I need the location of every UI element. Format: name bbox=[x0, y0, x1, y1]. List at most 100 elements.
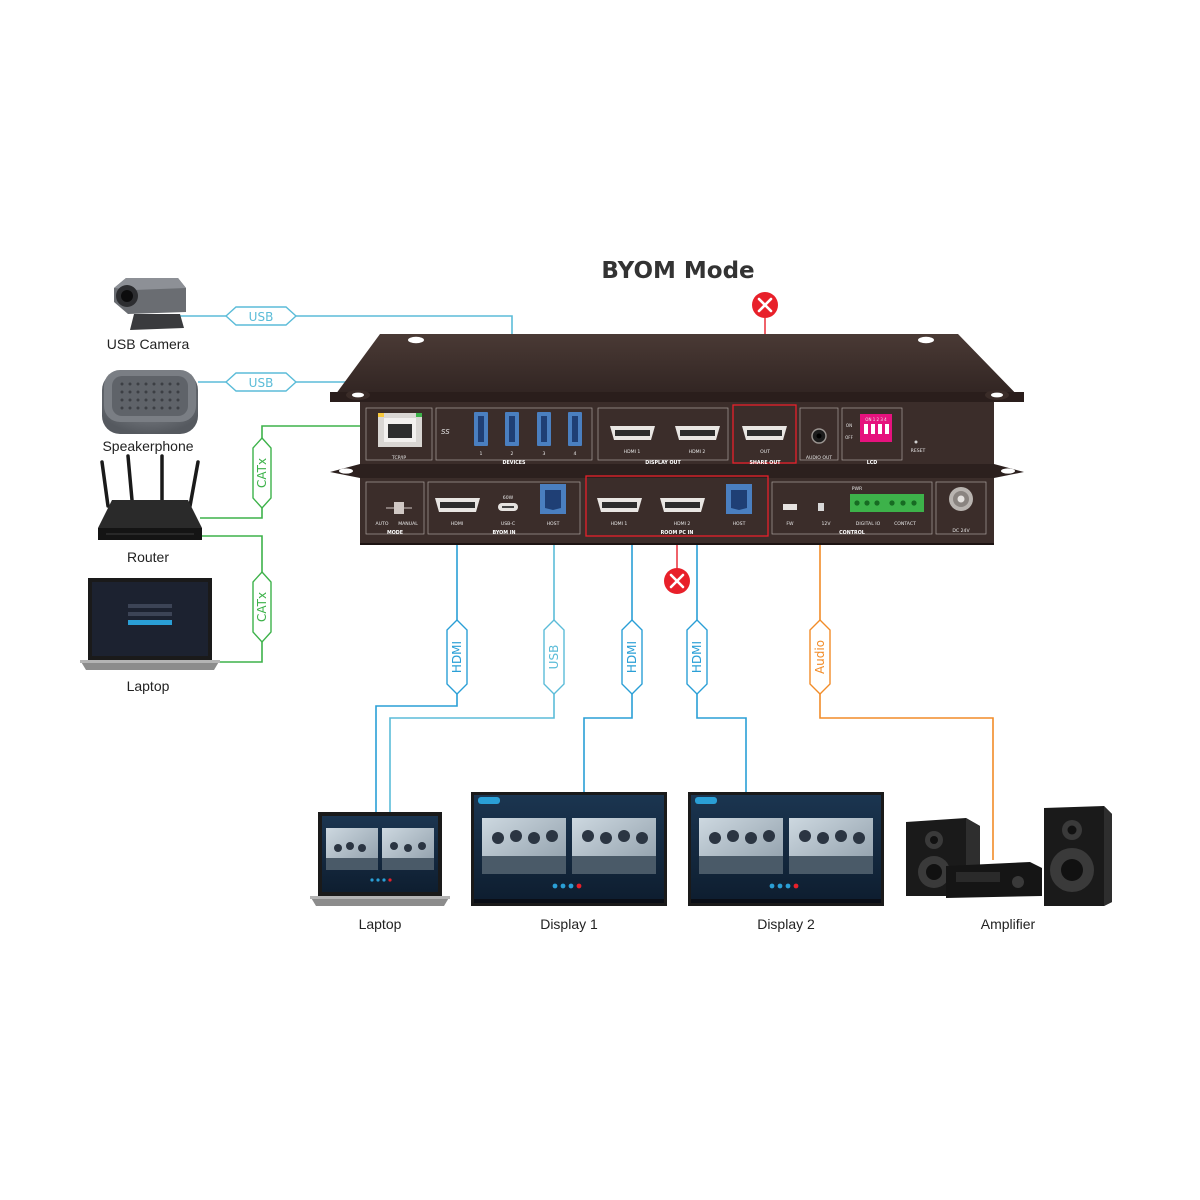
switcher-device bbox=[330, 334, 1024, 545]
svg-text:4: 4 bbox=[574, 451, 577, 457]
tag-hdmi-display1: HDMI bbox=[621, 619, 643, 695]
dip-switch: ON 1 2 3 4 OFF ON bbox=[845, 414, 918, 444]
blocked-icon-share-out bbox=[752, 292, 778, 318]
display2-icon bbox=[688, 792, 884, 906]
label-speakerphone: Speakerphone bbox=[102, 438, 194, 454]
room-pc-usb-b-port bbox=[726, 484, 752, 514]
svg-text:HDMI 2: HDMI 2 bbox=[674, 521, 691, 527]
usb-b-port bbox=[540, 484, 566, 514]
tag-usb-speakerphone: USB bbox=[224, 372, 298, 392]
svg-text:HOST: HOST bbox=[733, 521, 746, 527]
laptop-bottom-icon bbox=[310, 812, 450, 906]
cable-display1-hdmi bbox=[583, 440, 633, 792]
svg-text:SS: SS bbox=[441, 428, 450, 436]
svg-text:ON: ON bbox=[846, 423, 852, 428]
svg-text:RESET: RESET bbox=[911, 448, 926, 454]
svg-text:HDMI: HDMI bbox=[451, 521, 463, 527]
svg-text:LCD: LCD bbox=[867, 460, 878, 466]
display1-icon bbox=[471, 792, 667, 906]
laptop-left-icon bbox=[80, 578, 220, 670]
svg-text:TCP/IP: TCP/IP bbox=[391, 455, 406, 461]
svg-text:HDMI: HDMI bbox=[690, 641, 704, 673]
tag-hdmi-byom: HDMI bbox=[446, 619, 468, 695]
svg-text:SHARE OUT: SHARE OUT bbox=[749, 460, 781, 466]
amplifier-icon bbox=[906, 806, 1112, 906]
label-usb-camera: USB Camera bbox=[106, 336, 190, 352]
svg-text:MANUAL: MANUAL bbox=[398, 521, 418, 527]
svg-text:DISPLAY OUT: DISPLAY OUT bbox=[645, 460, 681, 466]
speakerphone-icon bbox=[102, 370, 198, 434]
cable-byom-hdmi bbox=[375, 522, 458, 814]
svg-text:USB: USB bbox=[249, 310, 274, 324]
fw-port bbox=[783, 504, 797, 510]
svg-text:HDMI 2: HDMI 2 bbox=[689, 449, 706, 455]
label-router: Router bbox=[126, 549, 170, 565]
svg-text:HOST: HOST bbox=[547, 521, 560, 527]
tag-audio: Audio bbox=[809, 619, 831, 695]
byom-hdmi-port bbox=[435, 498, 480, 512]
label-display1: Display 1 bbox=[540, 916, 598, 932]
svg-text:USB: USB bbox=[547, 645, 561, 670]
svg-text:HDMI 1: HDMI 1 bbox=[624, 449, 641, 455]
top-panel: SS ON 1 2 3 4 OFF bbox=[365, 404, 926, 466]
mode-switch bbox=[386, 502, 412, 514]
svg-text:CATx: CATx bbox=[255, 592, 269, 622]
svg-text:FW: FW bbox=[786, 521, 794, 527]
usb-c-port: 60W bbox=[498, 495, 518, 511]
diagram-title: BYOM Mode bbox=[601, 258, 755, 284]
svg-text:BYOM IN: BYOM IN bbox=[492, 530, 515, 536]
svg-text:OUT: OUT bbox=[760, 449, 770, 455]
audio-jack bbox=[811, 428, 827, 444]
router-icon bbox=[98, 454, 202, 540]
cable-display2-hdmi bbox=[696, 440, 747, 792]
share-out-highlight bbox=[732, 404, 797, 464]
svg-text:DC 24V: DC 24V bbox=[952, 528, 970, 534]
usb-a-ports: SS bbox=[441, 412, 582, 446]
terminal-blocks bbox=[850, 494, 924, 512]
hdmi-out-ports bbox=[610, 426, 787, 440]
svg-text:USB-C: USB-C bbox=[501, 521, 515, 527]
svg-text:DIGITAL IO: DIGITAL IO bbox=[856, 521, 881, 527]
rj45-port bbox=[378, 413, 422, 447]
svg-text:60W: 60W bbox=[503, 495, 514, 501]
tag-hdmi-display2: HDMI bbox=[686, 619, 708, 695]
room-pc-hdmi-ports bbox=[597, 498, 705, 512]
tag-usb-byom: USB bbox=[543, 619, 565, 695]
cable-byom-usb bbox=[389, 522, 555, 814]
label-amplifier: Amplifier bbox=[980, 916, 1036, 932]
svg-text:PWR: PWR bbox=[852, 486, 863, 492]
svg-text:HDMI: HDMI bbox=[625, 641, 639, 673]
svg-text:CATx: CATx bbox=[255, 458, 269, 488]
svg-text:OFF: OFF bbox=[845, 435, 853, 440]
svg-text:DEVICES: DEVICES bbox=[502, 460, 526, 466]
tag-catx-router: CATx bbox=[252, 436, 272, 510]
dc-jack bbox=[949, 487, 973, 511]
svg-text:AUDIO OUT: AUDIO OUT bbox=[806, 455, 832, 461]
svg-text:HDMI 1: HDMI 1 bbox=[611, 521, 628, 527]
cable-audio bbox=[819, 445, 994, 860]
power-12v-port bbox=[818, 503, 824, 511]
label-laptop-bottom: Laptop bbox=[358, 916, 402, 932]
svg-text:Audio: Audio bbox=[813, 640, 827, 674]
bottom-panel: 60W bbox=[365, 475, 987, 537]
blocked-icon-room-pc bbox=[664, 568, 690, 594]
usb-camera-icon bbox=[114, 278, 186, 330]
svg-text:USB: USB bbox=[249, 376, 274, 390]
tag-catx-laptop: CATx bbox=[252, 570, 272, 644]
svg-text:AUTO: AUTO bbox=[376, 521, 389, 527]
svg-text:1: 1 bbox=[480, 451, 483, 457]
room-pc-in-highlight bbox=[585, 475, 769, 537]
svg-text:2: 2 bbox=[511, 451, 514, 457]
svg-text:CONTROL: CONTROL bbox=[839, 530, 865, 536]
svg-text:MODE: MODE bbox=[387, 530, 403, 536]
svg-text:CONTACT: CONTACT bbox=[894, 521, 916, 527]
svg-text:12V: 12V bbox=[822, 521, 832, 527]
tag-usb-camera: USB bbox=[224, 306, 298, 326]
svg-text:3: 3 bbox=[543, 451, 546, 457]
label-laptop-left: Laptop bbox=[126, 678, 170, 694]
svg-text:HDMI: HDMI bbox=[450, 641, 464, 673]
label-display2: Display 2 bbox=[757, 916, 815, 932]
svg-text:ON 1 2 3 4: ON 1 2 3 4 bbox=[865, 417, 887, 422]
